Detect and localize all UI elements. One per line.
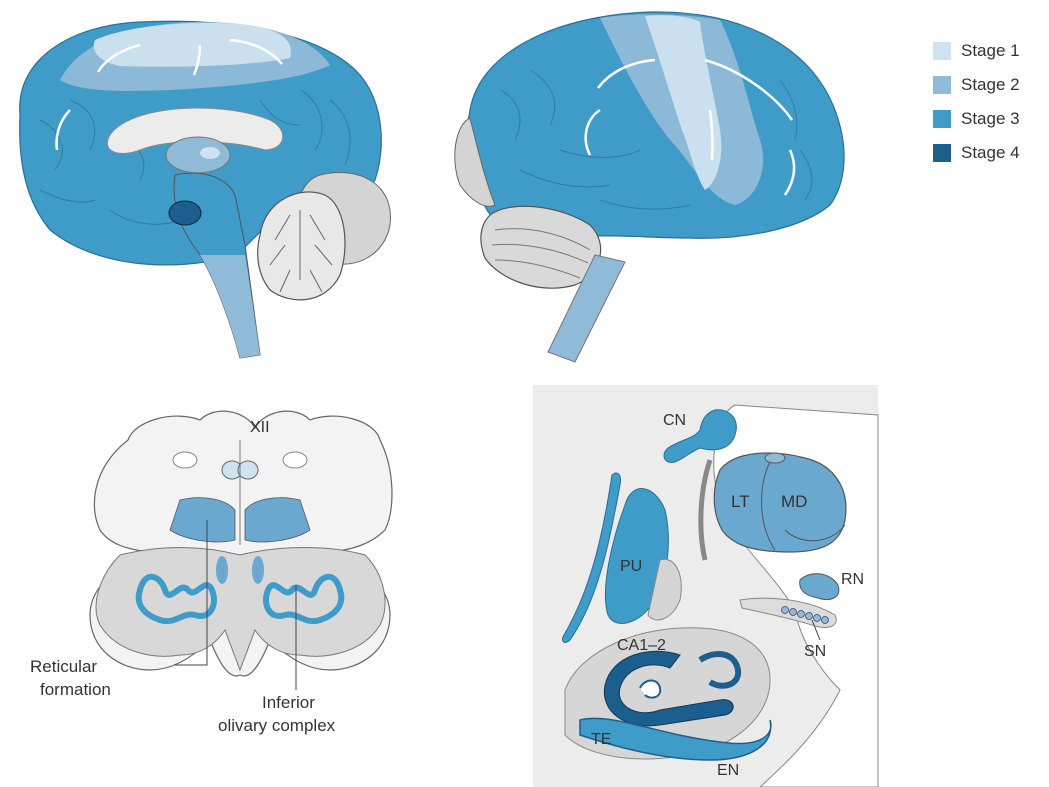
legend-swatch-stage-1 bbox=[933, 42, 951, 60]
xii-label: XII bbox=[250, 419, 270, 436]
legend-label-stage-2: Stage 2 bbox=[961, 75, 1020, 95]
coronal-section: CN LT MD PU RN SN CA1–2 TE EN bbox=[533, 385, 878, 787]
thalamus-top-nucleus bbox=[765, 453, 785, 463]
ca-label: CA1–2 bbox=[617, 637, 666, 654]
thalamus-medial bbox=[166, 137, 230, 173]
legend-swatch-stage-4 bbox=[933, 144, 951, 162]
legend-label-stage-3: Stage 3 bbox=[961, 109, 1020, 129]
reticular-label-line2: formation bbox=[40, 680, 111, 699]
legend-item-stage-1: Stage 1 bbox=[933, 34, 1020, 68]
te-label: TE bbox=[591, 731, 611, 748]
medulla-tract-right bbox=[283, 452, 307, 468]
brainstem-stage2 bbox=[200, 255, 260, 358]
olive-accessory-left bbox=[216, 556, 228, 584]
medulla-reticular-region-left bbox=[170, 498, 235, 542]
legend-item-stage-3: Stage 3 bbox=[933, 102, 1020, 136]
lt-label: LT bbox=[731, 492, 750, 511]
md-label: MD bbox=[781, 492, 807, 511]
medial-brain-view bbox=[20, 21, 391, 358]
legend-label-stage-1: Stage 1 bbox=[961, 41, 1020, 61]
legend-item-stage-2: Stage 2 bbox=[933, 68, 1020, 102]
rn-label: RN bbox=[841, 571, 864, 588]
legend-item-stage-4: Stage 4 bbox=[933, 136, 1020, 170]
legend-label-stage-4: Stage 4 bbox=[961, 143, 1020, 163]
xii-nucleus-right bbox=[238, 461, 258, 479]
inferior-olivary-label-line1: Inferior bbox=[262, 693, 315, 712]
inferior-olivary-label-line2: olivary complex bbox=[218, 716, 336, 735]
stage-legend: Stage 1 Stage 2 Stage 3 Stage 4 bbox=[933, 34, 1020, 170]
thalamus-core bbox=[200, 147, 220, 159]
cn-label: CN bbox=[663, 412, 686, 429]
legend-swatch-stage-3 bbox=[933, 110, 951, 128]
medulla-section: XII Reticular formation Inferior olivary… bbox=[30, 411, 392, 735]
pu-label: PU bbox=[620, 558, 642, 575]
olive-accessory-right bbox=[252, 556, 264, 584]
en-label: EN bbox=[717, 762, 739, 779]
medial-stage4-region bbox=[169, 201, 201, 225]
legend-swatch-stage-2 bbox=[933, 76, 951, 94]
medulla-reticular-region-right bbox=[245, 498, 310, 542]
reticular-label-line1: Reticular bbox=[30, 657, 97, 676]
sn-label: SN bbox=[804, 643, 826, 660]
medulla-tract-left bbox=[173, 452, 197, 468]
lateral-brain-view bbox=[455, 12, 844, 362]
